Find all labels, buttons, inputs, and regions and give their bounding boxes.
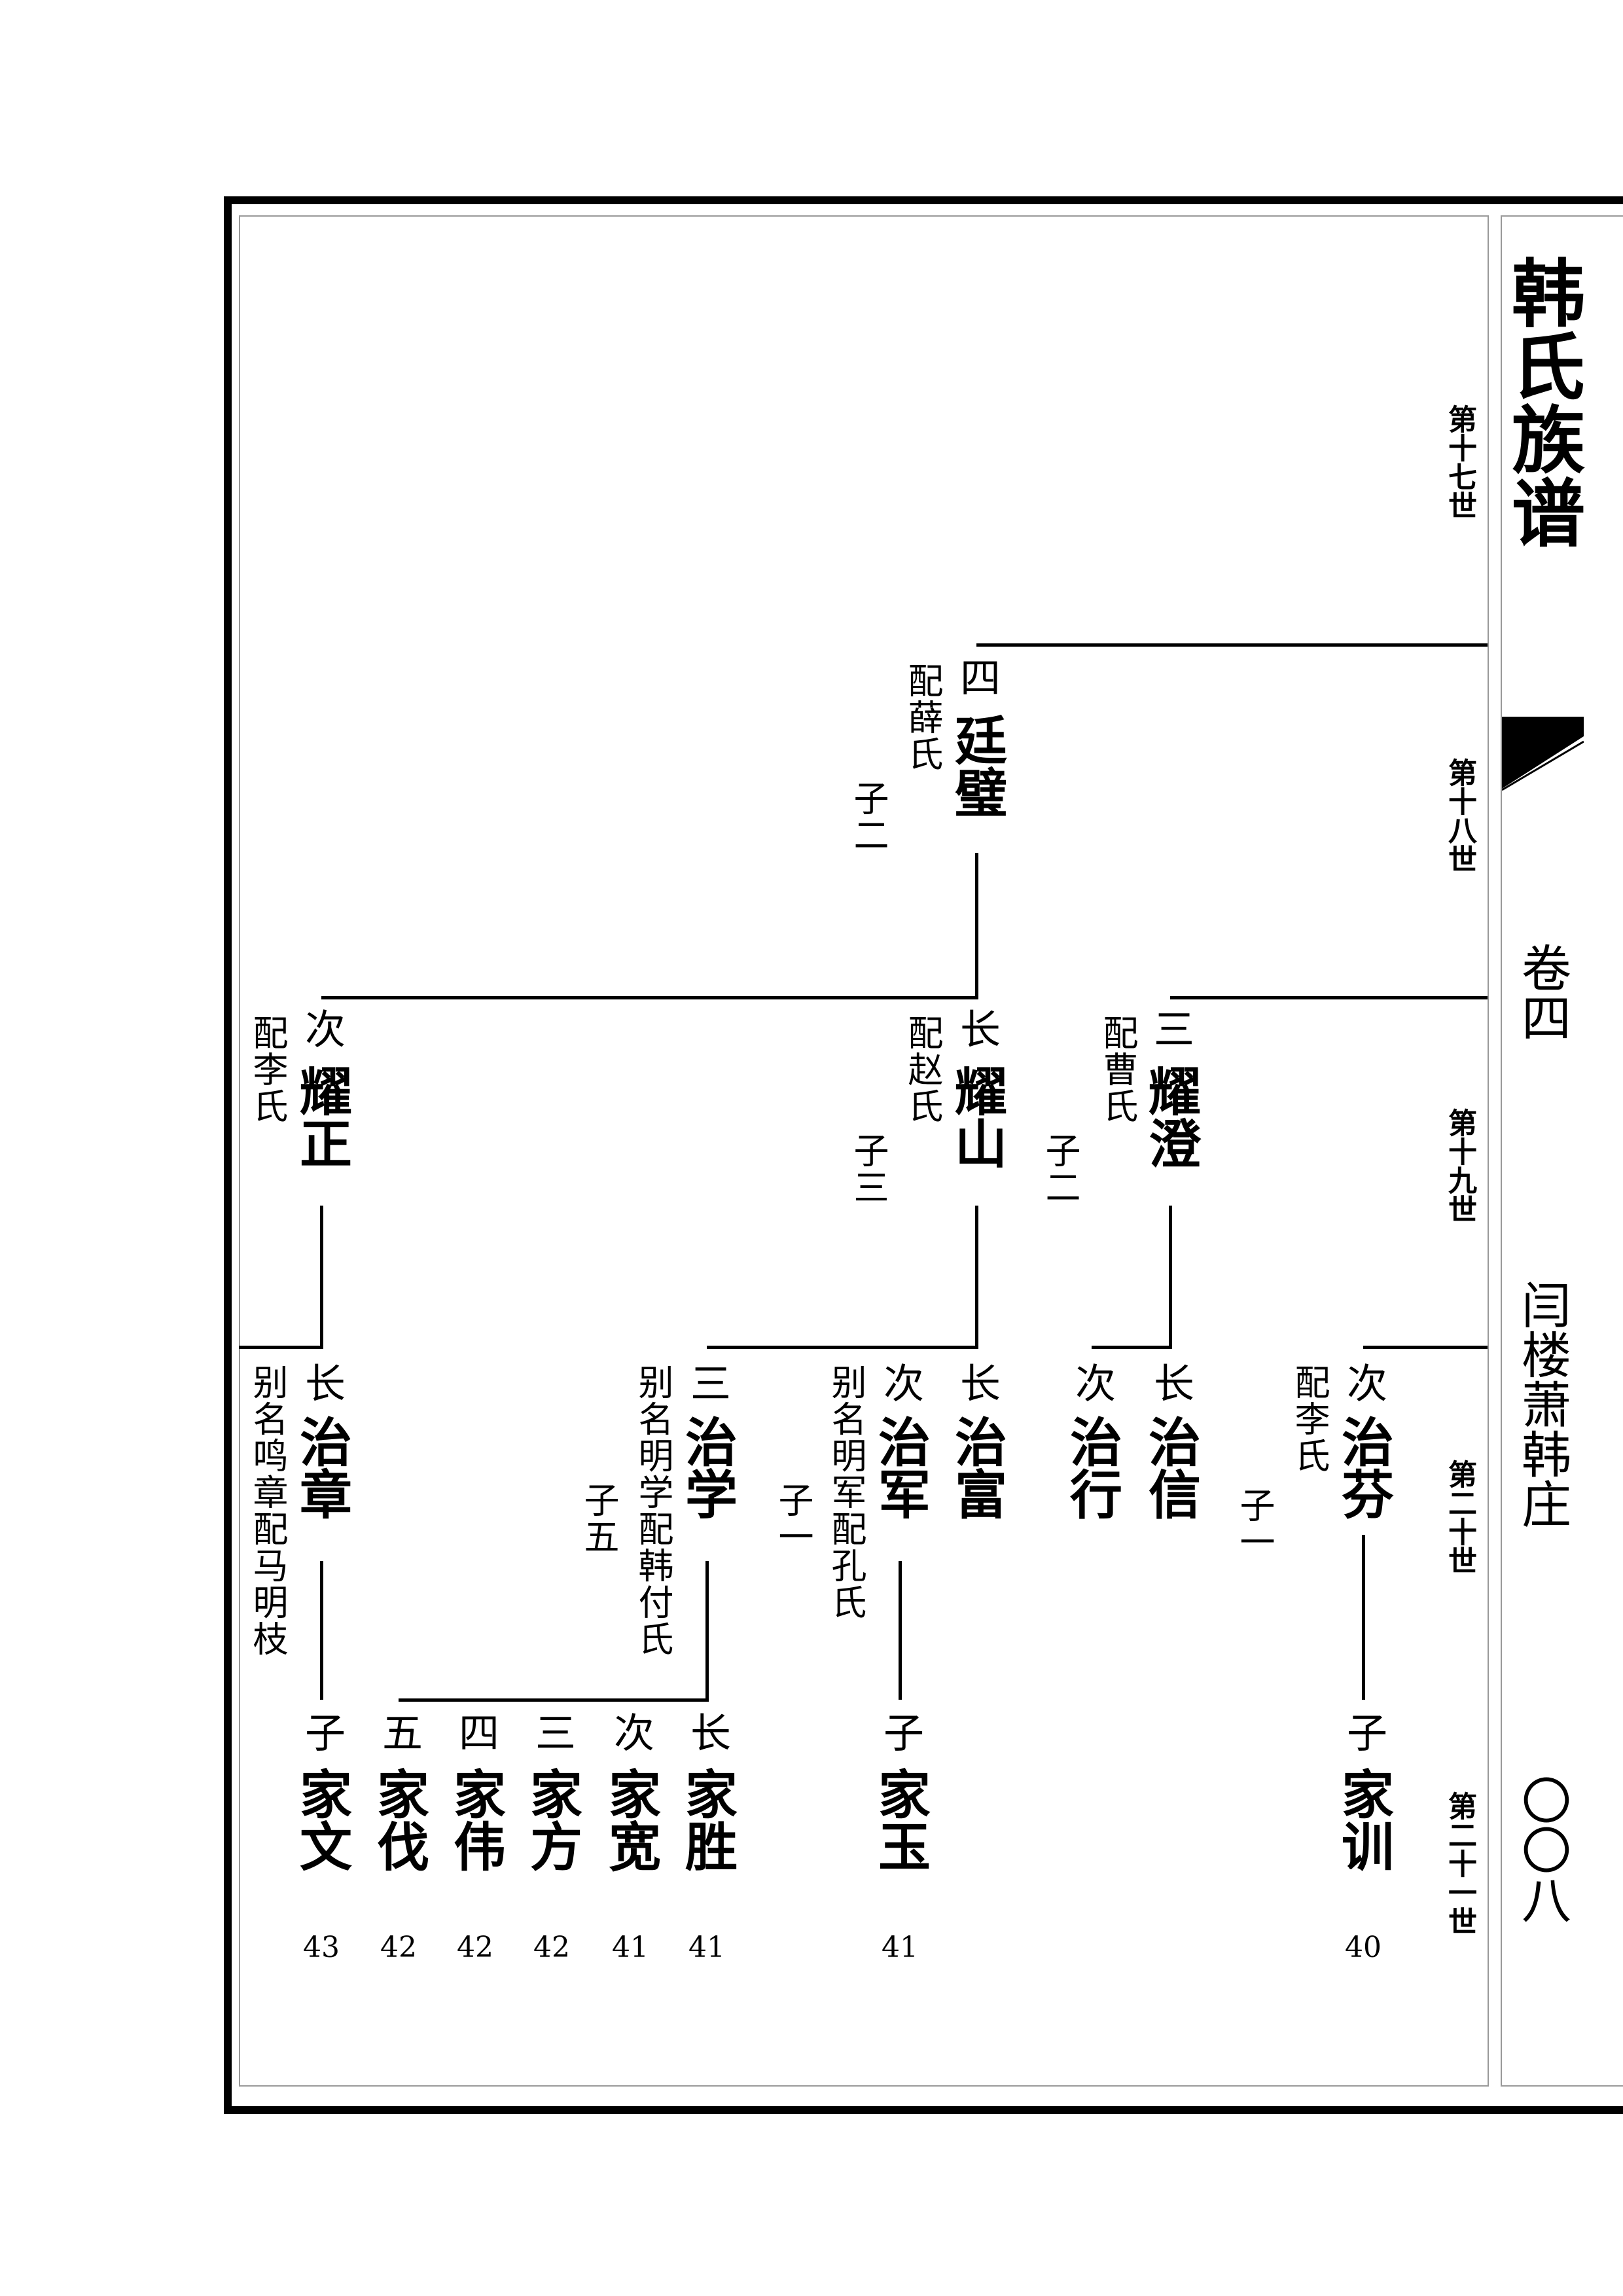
connector-line xyxy=(976,643,1488,647)
person-spouse: 配李氏 xyxy=(1289,1364,1330,1474)
person-name: 耀山 xyxy=(946,1064,1007,1169)
generation-label-20: 第二十世 xyxy=(1443,1460,1476,1575)
person-rank: 长 xyxy=(298,1362,346,1403)
connector-line xyxy=(707,1346,978,1349)
person-name: 治学 xyxy=(677,1415,738,1520)
person-name: 治章 xyxy=(291,1415,352,1520)
person-rank: 五 xyxy=(375,1712,423,1752)
person-name: 家胜 xyxy=(677,1767,738,1872)
person-rank: 子 xyxy=(876,1712,924,1752)
connector-line xyxy=(1363,1346,1488,1349)
person-name: 治行 xyxy=(1061,1415,1122,1520)
inner-frame xyxy=(239,215,1489,2087)
person-name: 治富 xyxy=(946,1415,1007,1520)
person-rank: 次 xyxy=(607,1712,654,1752)
connector-line xyxy=(239,1346,323,1349)
person-name: 家伐 xyxy=(368,1767,429,1872)
connector-line xyxy=(1170,996,1488,999)
connector-line xyxy=(705,1561,709,1702)
person-rank: 三 xyxy=(683,1362,731,1403)
person-spouse: 配李氏 xyxy=(247,1014,288,1124)
place-label: 闫楼萧韩庄 xyxy=(1513,1280,1571,1528)
person-rank: 四 xyxy=(953,656,1001,697)
person-sons: 子一 xyxy=(1234,1487,1275,1560)
connector-line xyxy=(321,996,978,999)
page-ref-number: 42 xyxy=(457,1931,493,1964)
person-spouse: 配薛氏 xyxy=(902,662,943,772)
connector-line xyxy=(399,1698,709,1702)
generation-label-21: 第二十一世 xyxy=(1443,1791,1476,1935)
person-rank: 长 xyxy=(683,1712,731,1752)
connector-line xyxy=(899,1561,902,1700)
person-name: 家方 xyxy=(522,1767,582,1872)
connector-line xyxy=(975,853,978,999)
connector-line xyxy=(975,1206,978,1349)
page-ref-number: 40 xyxy=(1345,1931,1382,1964)
person-name: 耀澄 xyxy=(1140,1064,1201,1169)
page-ref-number: 42 xyxy=(533,1931,570,1964)
generation-label-18: 第十八世 xyxy=(1443,758,1476,873)
person-sons: 子三 xyxy=(847,1132,889,1206)
outer-border xyxy=(224,196,1623,2114)
person-rank: 子 xyxy=(298,1712,346,1752)
connector-line xyxy=(1169,1206,1172,1349)
generation-label-19: 第十九世 xyxy=(1443,1108,1476,1223)
person-note: 别名鸣章配马明枝 xyxy=(247,1364,288,1657)
person-sons: 子二 xyxy=(847,780,889,853)
person-name: 治信 xyxy=(1140,1415,1201,1520)
person-sons: 子五 xyxy=(578,1482,619,1555)
person-rank: 三 xyxy=(1147,1008,1194,1049)
page-ref-number: 41 xyxy=(882,1931,918,1964)
person-name: 家宽 xyxy=(600,1767,661,1872)
page-ref-number: 41 xyxy=(612,1931,649,1964)
person-rank: 次 xyxy=(1068,1362,1116,1403)
person-name: 廷璧 xyxy=(946,713,1007,818)
person-spouse: 配赵氏 xyxy=(902,1014,943,1124)
person-rank: 子 xyxy=(1340,1712,1387,1752)
person-rank: 次 xyxy=(1340,1362,1387,1403)
person-rank: 长 xyxy=(1147,1362,1194,1403)
person-name: 家训 xyxy=(1333,1767,1394,1872)
person-name: 家玉 xyxy=(870,1767,931,1872)
page-ref-number: 41 xyxy=(688,1931,725,1964)
page-ref-number: 43 xyxy=(303,1931,340,1964)
person-sons: 子一 xyxy=(772,1482,813,1555)
person-rank: 次 xyxy=(298,1008,346,1049)
person-name: 家文 xyxy=(291,1767,352,1872)
person-note: 别名明军配孔氏 xyxy=(825,1364,866,1621)
person-rank: 三 xyxy=(528,1712,576,1752)
connector-line xyxy=(1362,1535,1365,1700)
person-spouse: 配曹氏 xyxy=(1097,1014,1138,1124)
volume-label: 卷四 xyxy=(1513,942,1571,1042)
book-title: 韩氏族谱 xyxy=(1499,255,1584,548)
connector-line xyxy=(320,1561,323,1700)
person-rank: 四 xyxy=(452,1712,499,1752)
person-rank: 次 xyxy=(876,1362,924,1403)
person-rank: 长 xyxy=(953,1362,1001,1403)
person-name: 耀正 xyxy=(291,1064,352,1169)
person-note: 别名明学配韩付氏 xyxy=(632,1364,673,1657)
page-number: 〇〇八 xyxy=(1513,1775,1571,1924)
person-rank: 长 xyxy=(953,1008,1001,1049)
connector-line xyxy=(320,1206,323,1349)
person-name: 家伟 xyxy=(445,1767,506,1872)
title-ribbon-ornament xyxy=(1502,717,1584,791)
person-name: 治芬 xyxy=(1333,1415,1394,1520)
person-name: 治军 xyxy=(870,1415,931,1520)
side-strip xyxy=(1501,215,1623,2087)
generation-label-17: 第十七世 xyxy=(1443,404,1476,520)
connector-line xyxy=(1092,1346,1172,1349)
page-ref-number: 42 xyxy=(380,1931,417,1964)
person-sons: 子二 xyxy=(1039,1132,1080,1206)
